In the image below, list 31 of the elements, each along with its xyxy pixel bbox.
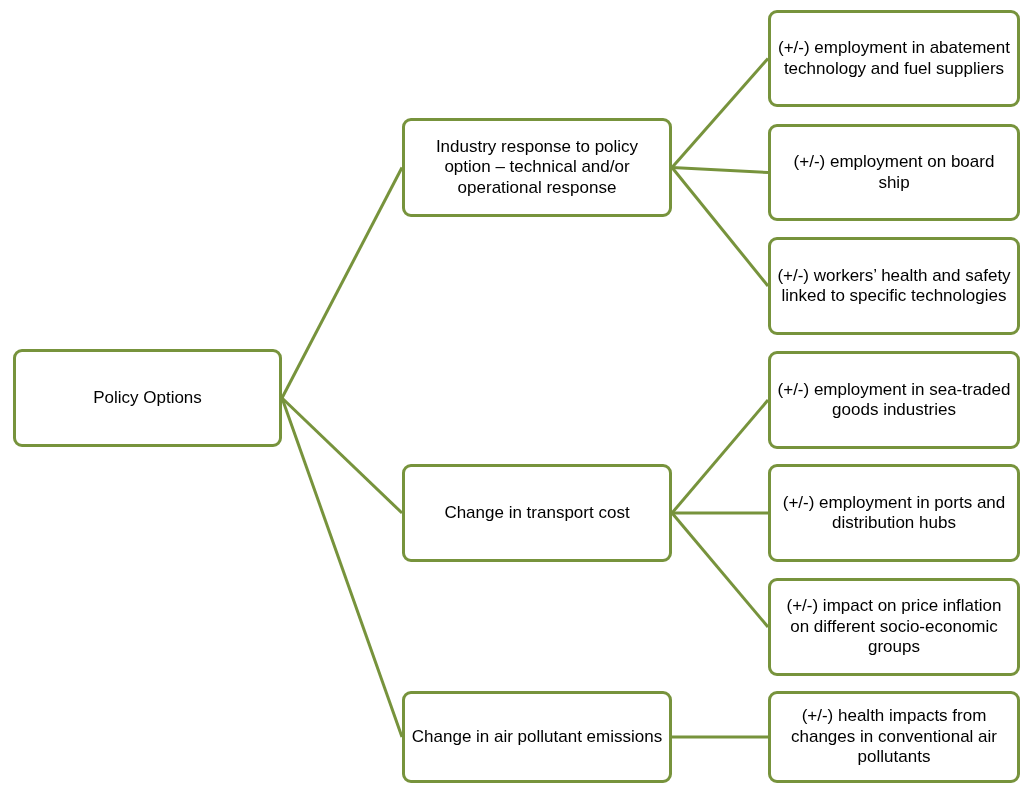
text-box [768,124,1020,221]
node-label: (+/-) employment in abatement technology and fuel suppliers [777,38,1011,79]
connector-line [670,399,770,514]
text-box [402,464,672,562]
text-box [768,691,1020,783]
text-box [768,464,1020,562]
connector-line [672,511,768,515]
node-label: Change in air pollutant emissions [411,726,663,748]
node-label: (+/-) impact on price inflation on different socio-economic groups [785,596,1003,658]
node-label: (+/-) employment in sea-traded goods industries [777,379,1011,421]
node-label: Industry response to policy option – technical and/or operational response [434,136,640,199]
text-box [768,237,1020,335]
connector-line [280,166,404,399]
connector-line [670,166,770,287]
node-label: (+/-) employment in ports and distribution hubs [781,492,1007,534]
node-label: Policy Options [93,387,202,409]
text-box [402,691,672,783]
text-box [13,349,282,447]
node-label: (+/-) health impacts from changes in conventional air pollutants [790,706,998,768]
node-label: (+/-) workers’ health and safety linked to specific technologies [777,265,1011,307]
connector-line [670,57,770,169]
node-label: (+/-) employment on board ship [792,152,996,193]
text-box [768,578,1020,676]
connector-line [280,396,404,515]
text-box [768,351,1020,449]
text-box [768,10,1020,107]
text-box [402,118,672,217]
node-label: Change in transport cost [444,502,630,524]
connector-line [672,735,768,739]
connector-line [671,166,769,174]
connector-line [670,512,770,628]
